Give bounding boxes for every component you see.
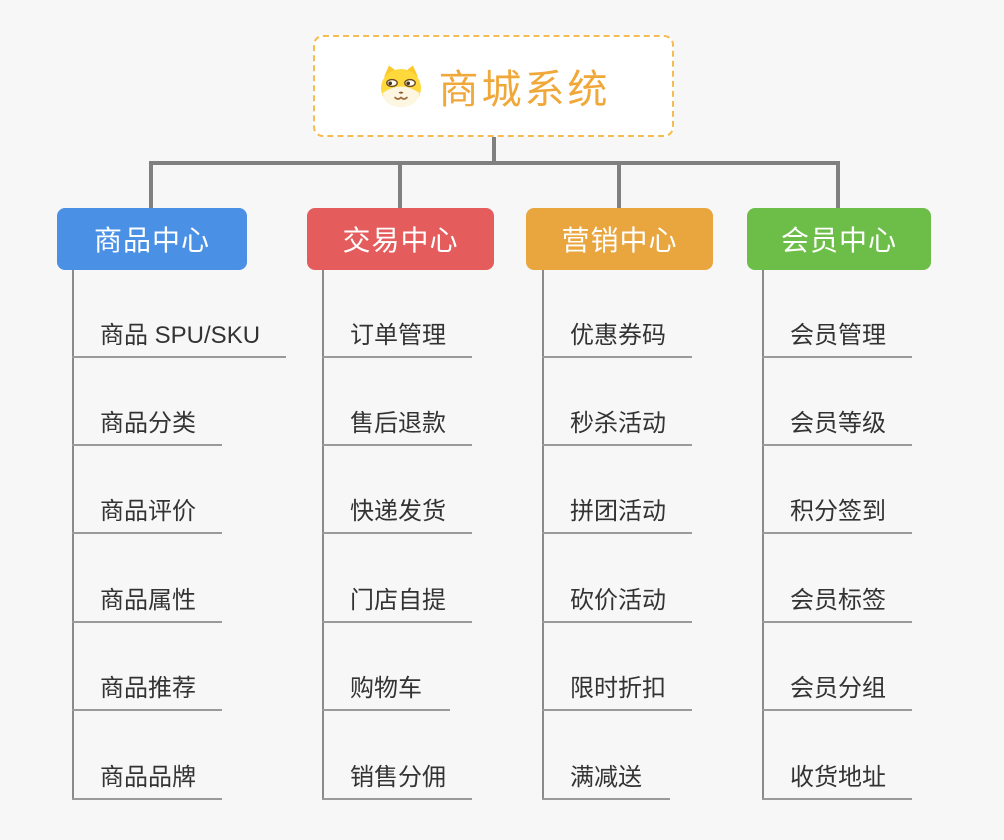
leaf-node[interactable]: 商品推荐 (72, 667, 222, 711)
leaf-node[interactable]: 商品 SPU/SKU (72, 314, 287, 358)
leaf-node[interactable]: 满减送 (542, 756, 670, 800)
leaf-node[interactable]: 销售分佣 (322, 756, 472, 800)
branch-spine-line (72, 270, 74, 800)
leaf-node[interactable]: 积分签到 (762, 490, 912, 534)
leaf-node[interactable]: 商品品牌 (72, 756, 222, 800)
leaf-node[interactable]: 门店自提 (322, 579, 472, 623)
leaf-node[interactable]: 会员分组 (762, 667, 912, 711)
branch-spine-line (762, 270, 764, 800)
leaf-node[interactable]: 收货地址 (762, 756, 912, 800)
leaf-node[interactable]: 会员标签 (762, 579, 912, 623)
connector-drop (398, 163, 402, 208)
leaf-node[interactable]: 会员管理 (762, 314, 912, 358)
branch-node-trade-center[interactable]: 交易中心 (307, 208, 494, 270)
branch-spine-line (322, 270, 324, 800)
branch-spine-line (542, 270, 544, 800)
leaf-node[interactable]: 优惠券码 (542, 314, 692, 358)
connector-bus (149, 161, 840, 165)
branch-node-member-center[interactable]: 会员中心 (747, 208, 931, 270)
leaf-node[interactable]: 快递发货 (322, 490, 472, 534)
leaf-node[interactable]: 售后退款 (322, 402, 472, 446)
connector-root-drop (492, 137, 496, 163)
leaf-node[interactable]: 订单管理 (322, 314, 472, 358)
leaf-node[interactable]: 砍价活动 (542, 579, 692, 623)
leaf-node[interactable]: 会员等级 (762, 402, 912, 446)
connector-drop (149, 163, 153, 208)
leaf-node[interactable]: 商品评价 (72, 490, 222, 534)
root-node[interactable]: 商城系统 (313, 35, 674, 137)
shiba-dog-icon (377, 64, 425, 108)
leaf-node[interactable]: 秒杀活动 (542, 402, 692, 446)
leaf-node[interactable]: 限时折扣 (542, 667, 692, 711)
root-title: 商城系统 (438, 68, 611, 112)
connector-drop (617, 163, 621, 208)
leaf-node[interactable]: 购物车 (322, 667, 450, 711)
leaf-node[interactable]: 商品分类 (72, 402, 222, 446)
connector-drop (836, 163, 840, 208)
branch-node-marketing-center[interactable]: 营销中心 (526, 208, 713, 270)
leaf-node[interactable]: 商品属性 (72, 579, 222, 623)
branch-node-product-center[interactable]: 商品中心 (57, 208, 247, 270)
leaf-node[interactable]: 拼团活动 (542, 490, 692, 534)
